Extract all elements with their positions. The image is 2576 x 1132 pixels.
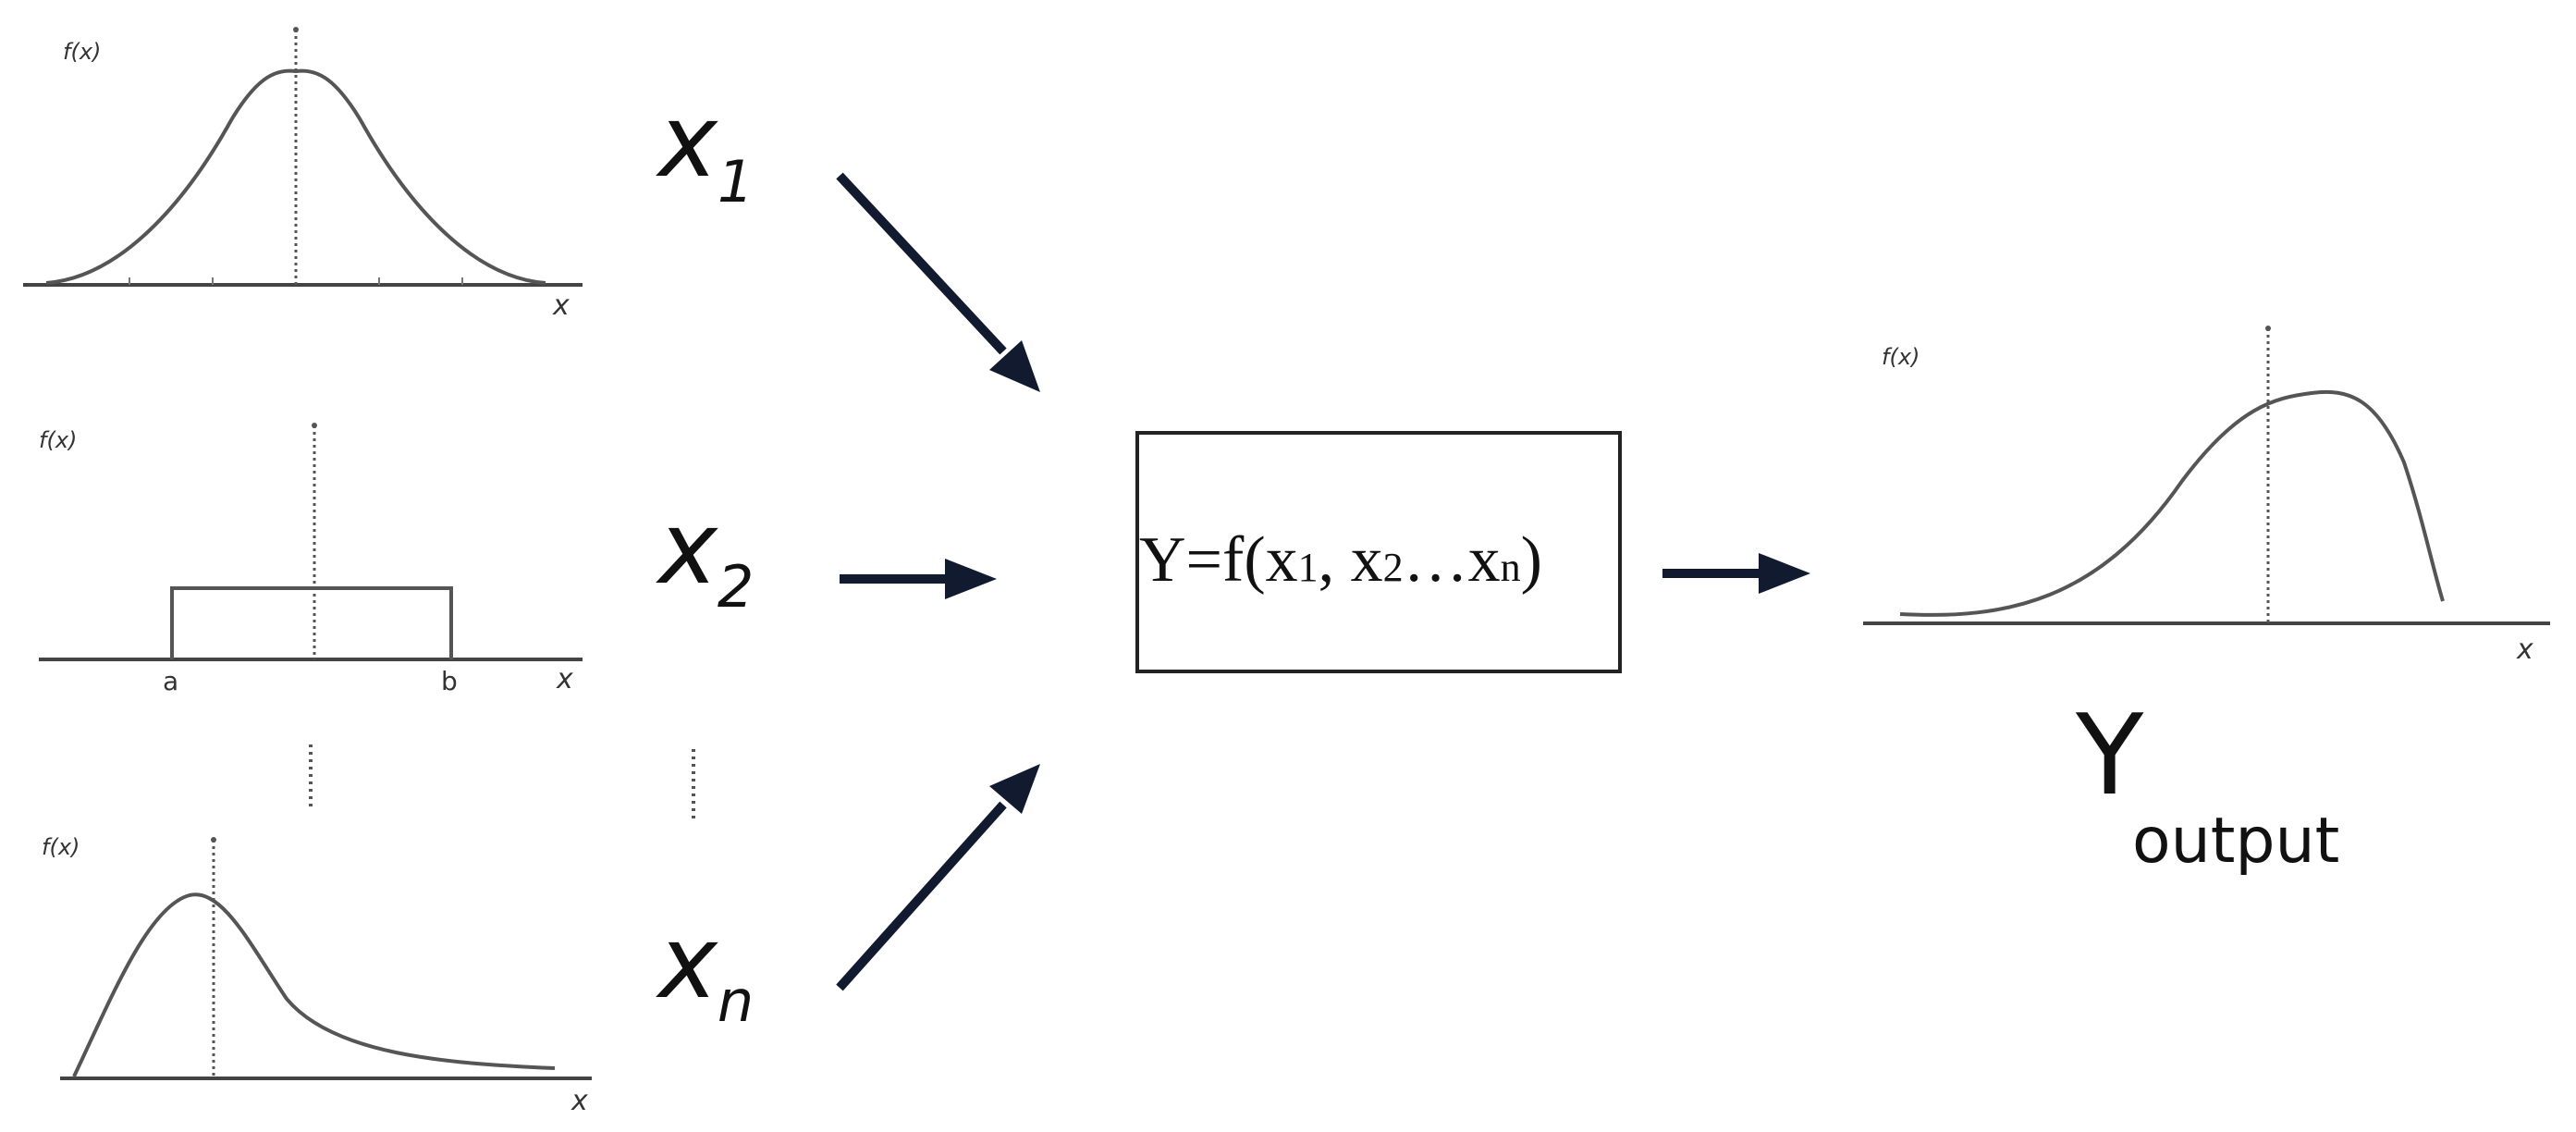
input-2-distribution-plot: f(x) a b x [39,423,583,696]
input-n-x-axis-label: x [570,1085,588,1117]
input-n-axis-tip [211,837,216,843]
function-box-frame [1135,431,1622,673]
svg-text:output: output [2132,805,2339,878]
function-box: Y=f(x1, x2…xn) [1135,431,1622,673]
svg-text:x1: x1 [656,84,754,215]
input-1-variable-label: x1 [656,84,754,215]
input-n-variable-label: xn [656,905,754,1035]
output-x-axis-label: x [2516,634,2533,666]
input-1-x-axis-label: x [552,289,570,322]
input-2-b-label: b [441,666,458,696]
svg-text:x2: x2 [656,491,754,621]
input-2-variable-label: x2 [656,491,754,621]
output-variable-label: Y output [2075,692,2339,878]
output-skewed-curve [1899,389,2445,617]
input-1-distribution-plot: f(x) x [23,27,583,322]
input-2-axis-tip [312,423,317,428]
arrow-function-to-output [1662,553,1810,594]
output-distribution-plot: f(x) x [1863,326,2550,666]
svg-text:xn: xn [656,905,754,1035]
arrow-xn-to-function [836,764,1040,991]
input-2-a-label: a [163,666,178,696]
svg-text:Y: Y [2075,692,2144,820]
input-n-skewed-curve [72,892,556,1077]
input-1-normal-curve [45,68,546,285]
input-1-fx-label: f(x) [63,39,101,65]
input-n-fx-label: f(x) [42,834,80,860]
input-1-ticks [129,277,463,285]
input-2-uniform-box [170,586,453,659]
input-n-distribution-plot: f(x) x [42,834,592,1117]
arrow-x2-to-function [840,559,997,599]
function-expression: Y=f(x1, x2…xn) [1139,524,1542,596]
input-2-x-axis-label: x [556,663,573,695]
output-axis-tip [2265,326,2271,331]
output-fx-label: f(x) [1882,344,1920,370]
input-2-fx-label: f(x) [39,427,77,453]
input-1-axis-tip [293,27,299,32]
arrow-x1-to-function [836,172,1040,392]
